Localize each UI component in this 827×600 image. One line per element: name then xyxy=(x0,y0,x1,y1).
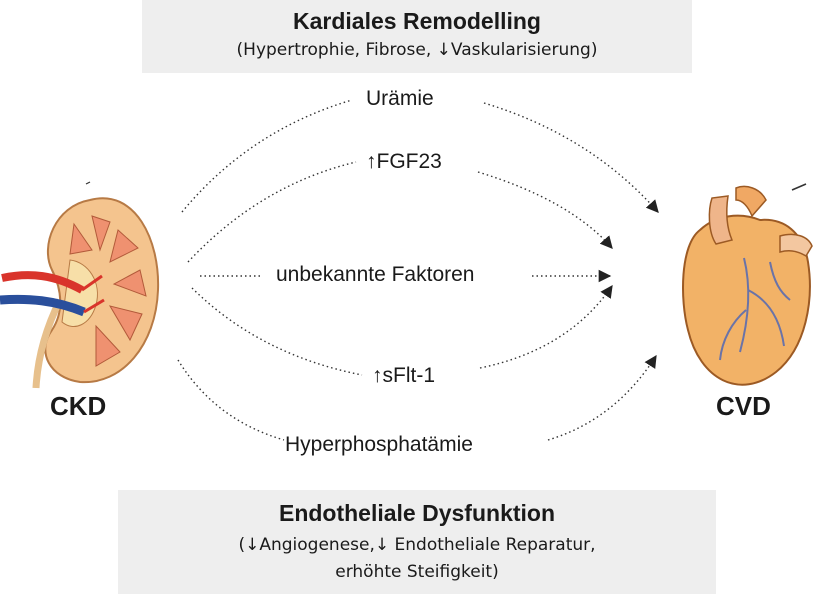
endothelial-dysfunction-title: Endotheliale Dysfunktion xyxy=(278,500,556,526)
heart-icon xyxy=(682,185,813,386)
factor-sflt1: ↑sFlt-1 xyxy=(372,364,435,387)
factor-fgf23: ↑FGF23 xyxy=(366,150,442,173)
cardiac-remodelling-subtitle: (Hypertrophie, Fibrose, ↓Vaskularisierun… xyxy=(236,40,598,60)
endothelial-dysfunction-subtitle-line1: (↓Angiogenese,↓ Endotheliale Reparatur, xyxy=(238,535,596,555)
ckd-label: CKD xyxy=(50,391,107,421)
cardiac-remodelling-title: Kardiales Remodelling xyxy=(293,8,541,34)
endothelial-dysfunction-box: Endotheliale Dysfunktion (↓Angiogenese,↓… xyxy=(118,490,716,594)
endothelial-dysfunction-subtitle-line2: erhöhte Steifigkeit) xyxy=(335,562,499,582)
arrow-fgf23-right xyxy=(477,171,613,249)
decor-dash-right xyxy=(791,183,807,191)
cvd-label: CVD xyxy=(716,391,771,421)
arrow-uraemie-right xyxy=(483,102,659,213)
arrow-hyperphos-left xyxy=(177,359,285,441)
arrow-sflt1-right xyxy=(479,284,613,369)
factor-hyperphosphataemie: Hyperphosphatämie xyxy=(285,433,473,456)
factor-unbekannte-faktoren: unbekannte Faktoren xyxy=(276,263,475,286)
arrow-uraemie-left xyxy=(181,99,353,213)
factor-uraemie: Urämie xyxy=(366,87,434,110)
arrow-sflt1-left xyxy=(191,287,363,376)
arrow-hyperphos-right xyxy=(547,354,657,441)
kidney-icon xyxy=(0,197,160,389)
cardiac-remodelling-box: Kardiales Remodelling (Hypertrophie, Fib… xyxy=(142,0,692,73)
arrow-fgf23-left xyxy=(187,161,357,263)
decor-dash-left xyxy=(85,181,91,185)
